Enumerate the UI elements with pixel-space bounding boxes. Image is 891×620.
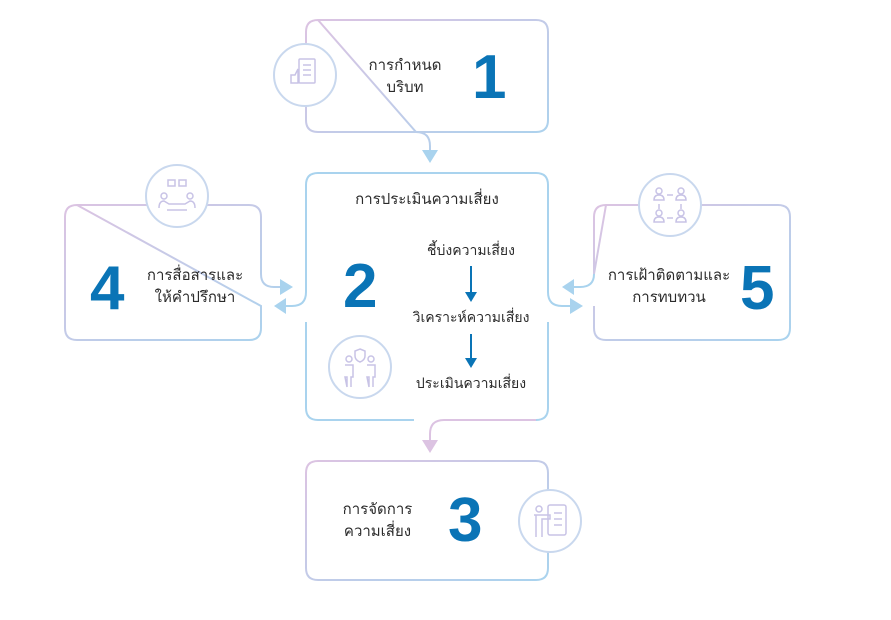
meeting-icon — [145, 164, 209, 228]
step-2-title: การประเมินความเสี่ยง — [355, 190, 499, 208]
arrow-2-to-5 — [570, 298, 583, 314]
step-3-number: 3 — [448, 486, 483, 555]
step-1-number: 1 — [472, 43, 507, 112]
substep-evaluate: ประเมินความเสี่ยง — [415, 376, 527, 392]
people-cycle-icon — [638, 173, 702, 237]
substep-identify: ชี้บ่งความเสี่ยง — [427, 243, 515, 259]
box-5-border — [593, 203, 791, 341]
step-3-label: การจัดการความเสี่ยง — [342, 500, 413, 540]
step-2-number: 2 — [343, 252, 378, 321]
arrow-2-to-4 — [274, 298, 286, 314]
arrow-2-to-3 — [422, 440, 438, 453]
box-2-border — [305, 172, 572, 307]
step-5-label: การเฝ้าติดตามและการทบทวน — [607, 266, 731, 306]
box-4-border — [64, 203, 282, 341]
box-3-border — [305, 460, 549, 581]
step-1-label: การกำหนดบริบท — [368, 56, 442, 96]
step-4-number: 4 — [90, 254, 125, 323]
step-4-label: การสื่อสารและให้คำปรึกษา — [146, 266, 244, 306]
clipboard-thumbs-up-icon — [273, 43, 337, 107]
arrow-1-to-2 — [422, 150, 438, 163]
presenter-checklist-icon — [518, 489, 582, 553]
arrow-4-to-2 — [280, 279, 293, 295]
substep-analyze: วิเคราะห์ความเสี่ยง — [412, 310, 530, 326]
people-shield-icon — [328, 335, 392, 399]
arrow-5-to-2 — [562, 279, 574, 295]
step-5-number: 5 — [740, 254, 775, 323]
